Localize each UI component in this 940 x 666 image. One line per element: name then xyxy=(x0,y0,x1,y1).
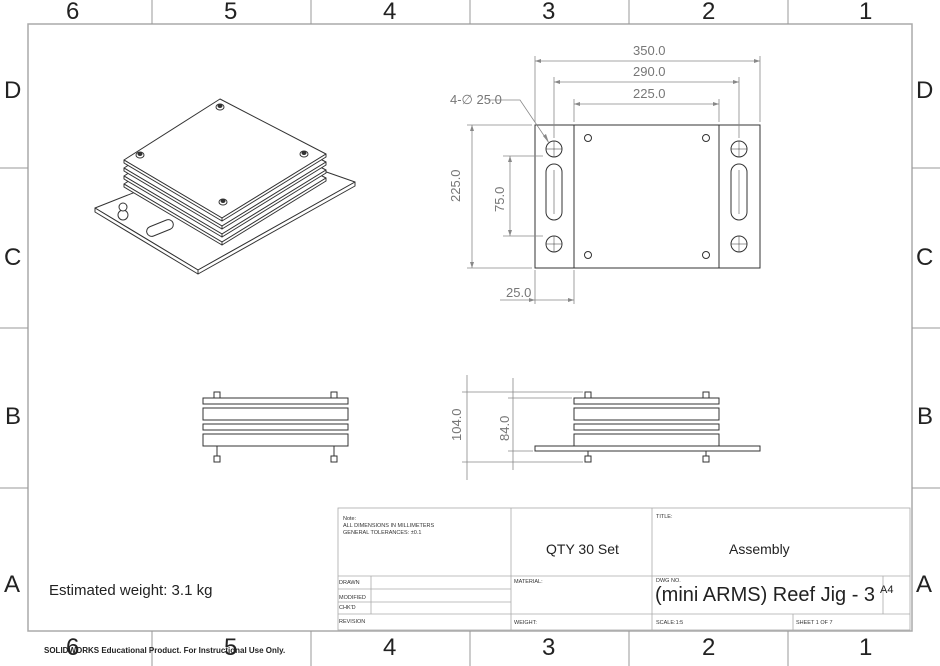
side-view xyxy=(534,391,761,463)
side-view-dimensions xyxy=(462,375,583,480)
drawing-title: Assembly xyxy=(729,541,790,557)
zone-column-3-bottom: 3 xyxy=(542,634,556,661)
dim-stack-height-inner: 84.0 xyxy=(497,415,512,441)
top-view xyxy=(534,124,761,269)
drawing-number: (mini ARMS) Reef Jig - 3 xyxy=(655,584,876,606)
zone-row-a-right: A xyxy=(916,571,933,598)
zone-row-d-right: D xyxy=(916,77,934,104)
isometric-view xyxy=(94,98,356,275)
modified-label: MODIFIED xyxy=(339,595,366,601)
scale-text: SCALE:1:5 xyxy=(656,620,684,626)
zone-row-d-left: D xyxy=(4,77,22,104)
sheet-number: SHEET 1 OF 7 xyxy=(796,620,833,626)
zone-column-4-top: 4 xyxy=(383,0,397,25)
dim-stack-height-total: 104.0 xyxy=(449,408,464,441)
zone-row-b-left: B xyxy=(5,403,22,430)
zone-row-c-left: C xyxy=(4,244,22,271)
revision-label: REVISION xyxy=(339,619,366,625)
zone-column-6-bottom: 6 xyxy=(66,634,80,661)
weight-label: WEIGHT: xyxy=(514,620,537,626)
checked-label: CHK'D xyxy=(339,605,356,611)
zone-column-3-top: 3 xyxy=(542,0,556,25)
zone-row-b-right: B xyxy=(917,403,934,430)
dim-edge-offset: 25.0 xyxy=(506,285,532,300)
zone-column-4-bottom: 4 xyxy=(383,634,397,661)
dimension-arrowheads xyxy=(470,59,760,302)
zone-column-2-top: 2 xyxy=(702,0,716,25)
material-label: MATERIAL: xyxy=(514,579,543,585)
zone-column-6-top: 6 xyxy=(66,0,80,25)
dim-plate-width: 225.0 xyxy=(633,86,666,101)
note-units: ALL DIMENSIONS IN MILLIMETERS xyxy=(343,523,435,529)
zone-column-2-bottom: 2 xyxy=(702,634,716,661)
zone-column-5-top: 5 xyxy=(224,0,238,25)
zone-column-1-bottom: 1 xyxy=(859,634,873,661)
qty-text: QTY 30 Set xyxy=(546,541,619,557)
dim-width-overall: 350.0 xyxy=(633,43,666,58)
dwg-no-label: DWG NO. xyxy=(656,578,681,584)
educational-watermark: SOLIDWORKS Educational Product. For Inst… xyxy=(44,646,286,655)
dim-hole-spacing: 290.0 xyxy=(633,64,666,79)
dim-hole-callout: 4-∅ 25.0 xyxy=(450,92,502,107)
front-view xyxy=(202,391,349,463)
note-tolerances: GENERAL TOLERANCES: ±0.1 xyxy=(343,530,422,536)
zone-column-5-bottom: 5 xyxy=(224,634,238,661)
note-label: Note: xyxy=(343,516,357,522)
zone-row-a-left: A xyxy=(4,571,21,598)
title-label: TITLE: xyxy=(656,514,673,520)
zone-column-1-top: 1 xyxy=(859,0,873,25)
sheet-size: A4 xyxy=(880,584,894,596)
top-view-dimensions xyxy=(467,56,761,304)
dim-height: 225.0 xyxy=(448,169,463,202)
zone-row-c-right: C xyxy=(916,244,934,271)
estimated-weight-note: Estimated weight: 3.1 kg xyxy=(49,582,213,599)
drawn-label: DRAWN xyxy=(339,580,360,586)
title-block-frame xyxy=(337,507,911,631)
dim-slot-length: 75.0 xyxy=(492,186,507,212)
